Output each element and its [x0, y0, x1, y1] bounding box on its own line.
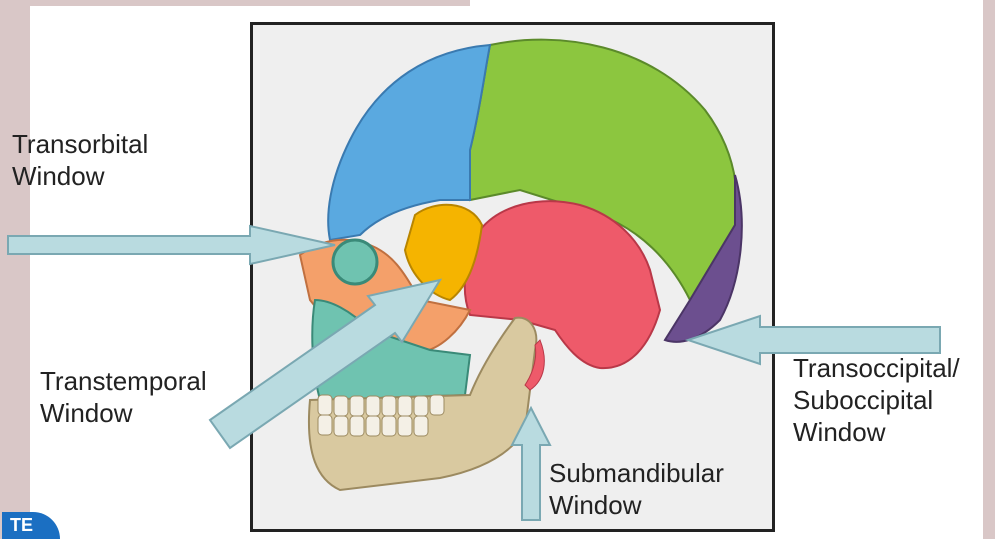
orbit [333, 240, 377, 284]
transoccipital-window-label: Transoccipital/ Suboccipital Window [793, 352, 960, 448]
transorbital-window-label: Transorbital Window [12, 128, 148, 192]
transorbital-arrow [8, 226, 335, 264]
submandibular-window-label: Submandibular Window [549, 457, 724, 521]
transtemporal-window-label: Transtemporal Window [40, 365, 207, 429]
